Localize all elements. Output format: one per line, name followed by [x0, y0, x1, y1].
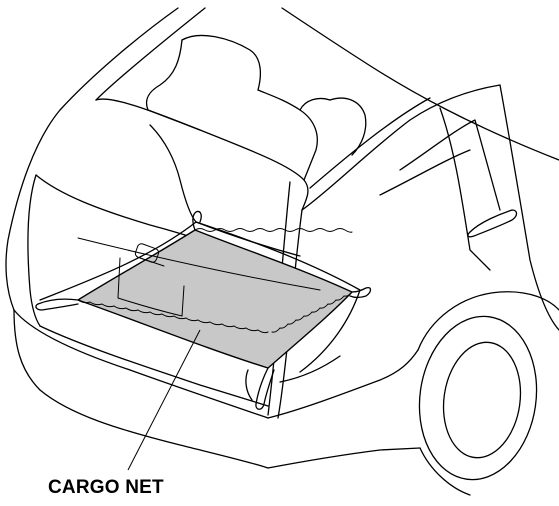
- cargo-net: [35, 210, 372, 410]
- cargo-cover-lines: [77, 237, 321, 317]
- callout-leader-line: [127, 329, 201, 471]
- cargo-net-label: CARGO NET: [48, 477, 164, 498]
- vehicle-body-outline: [5, 7, 559, 496]
- rear-seats: [145, 34, 367, 257]
